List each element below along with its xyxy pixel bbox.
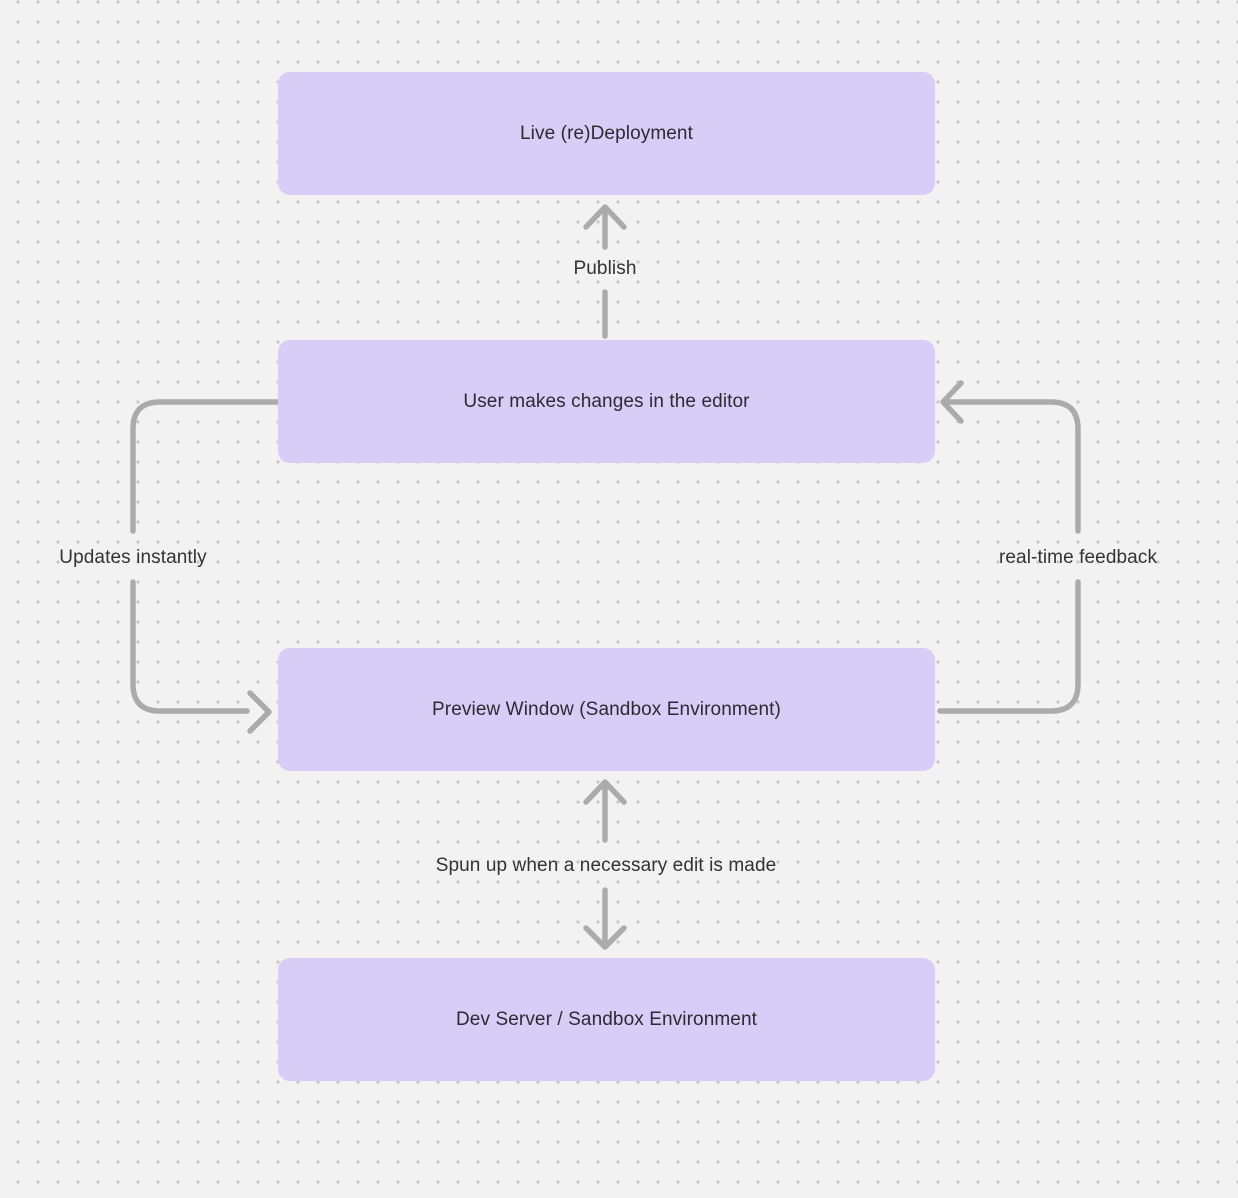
edge-label-updates-instantly: Updates instantly (59, 547, 207, 568)
node-live-redeployment-label: Live (re)Deployment (520, 122, 693, 144)
node-preview-window[interactable]: Preview Window (Sandbox Environment) (278, 648, 935, 771)
edge-label-spun-up: Spun up when a necessary edit is made (435, 855, 777, 876)
node-dev-server[interactable]: Dev Server / Sandbox Environment (278, 958, 935, 1081)
edge-label-real-time-feedback: real-time feedback (998, 547, 1158, 568)
edge-label-publish: Publish (573, 258, 637, 279)
node-preview-window-label: Preview Window (Sandbox Environment) (432, 698, 781, 720)
node-dev-server-label: Dev Server / Sandbox Environment (455, 1008, 757, 1030)
node-live-redeployment[interactable]: Live (re)Deployment (278, 72, 935, 195)
node-user-editor-label: User makes changes in the editor (463, 390, 750, 412)
node-user-editor[interactable]: User makes changes in the editor (278, 340, 935, 463)
